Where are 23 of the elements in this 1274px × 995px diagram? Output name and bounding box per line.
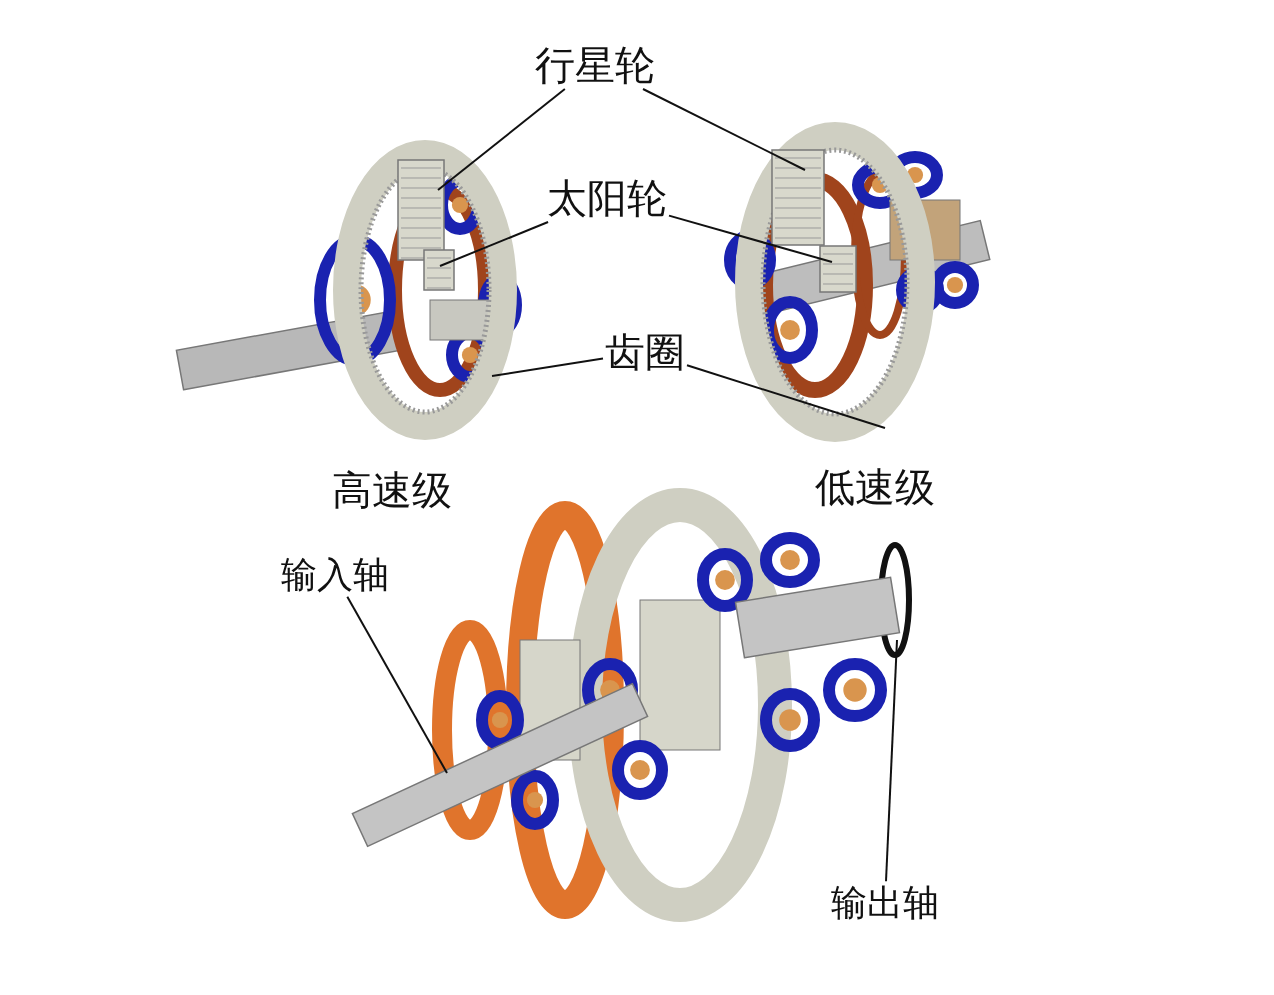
shaft-drawing bbox=[734, 576, 901, 659]
stage-label: 低速级 bbox=[815, 465, 935, 509]
ring-gear-drawing bbox=[735, 122, 935, 442]
part-label: 行星轮 bbox=[535, 43, 655, 87]
shaft-drawing bbox=[351, 682, 649, 848]
leader-line bbox=[668, 214, 833, 263]
gear-drawing bbox=[819, 245, 857, 293]
part-label: 输入轴 bbox=[281, 555, 389, 595]
leader-line bbox=[686, 364, 886, 429]
leader-line bbox=[439, 221, 550, 267]
ring-gear-drawing bbox=[333, 140, 517, 440]
part-label: 齿圈 bbox=[605, 330, 685, 374]
leader-line bbox=[346, 595, 448, 774]
part-label: 输出轴 bbox=[831, 883, 939, 923]
leader-line bbox=[437, 88, 566, 191]
part-label: 太阳轮 bbox=[547, 176, 667, 220]
gear-drawing bbox=[423, 249, 455, 291]
gear-drawing bbox=[771, 149, 825, 246]
gear-drawing bbox=[397, 159, 445, 261]
leader-line bbox=[642, 88, 806, 171]
leader-line bbox=[491, 357, 604, 377]
leader-line bbox=[885, 639, 898, 883]
stage-label: 高速级 bbox=[332, 468, 452, 512]
